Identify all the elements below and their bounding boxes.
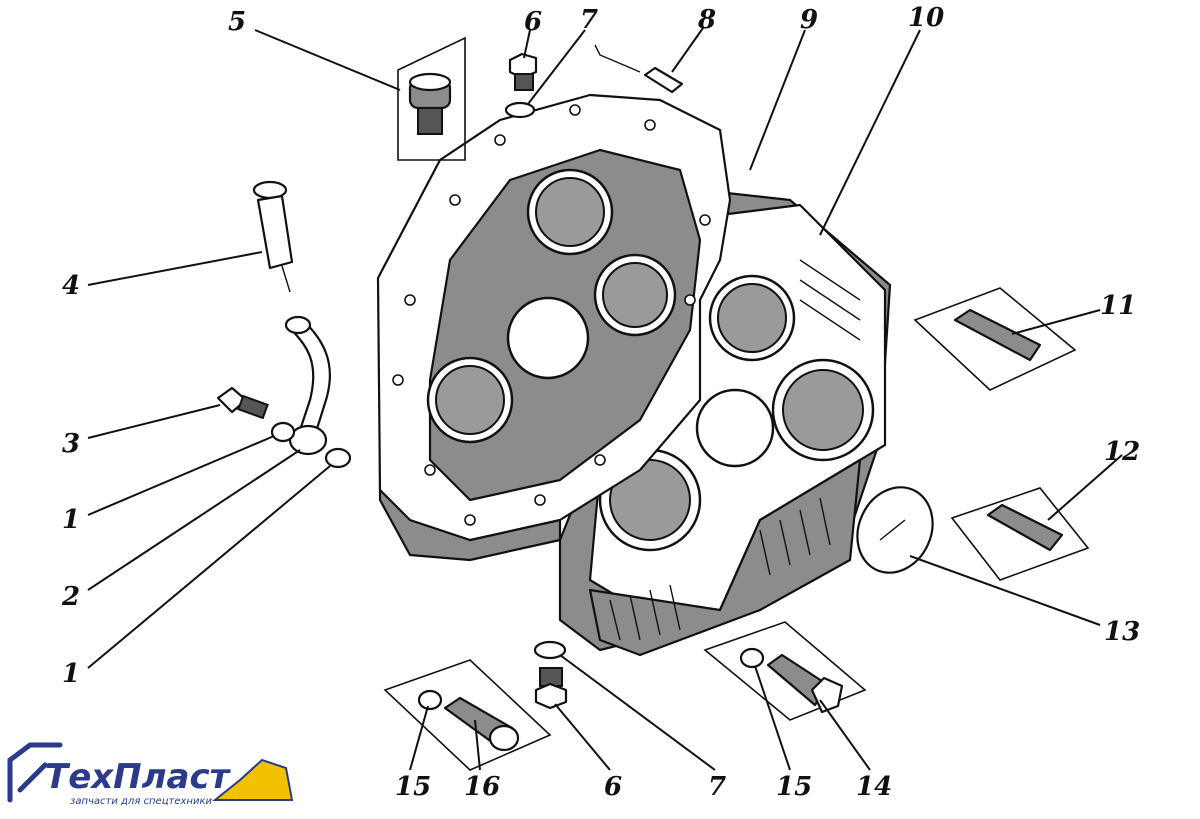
dowel-pin-part-8 [594, 44, 684, 94]
callout-14: 14 [856, 772, 892, 802]
breather-cap-part-5 [397, 36, 466, 161]
callout-16: 16 [464, 772, 500, 802]
callout-12: 12 [1104, 437, 1140, 467]
bolt-and-lock-washer-group-left [383, 659, 552, 771]
techplast-logo: ТехПласт запчасти для спецтехники [7, 742, 294, 807]
callout-3: 3 [62, 429, 80, 459]
washer-upper-part-1 [270, 421, 296, 443]
callout-10: 10 [908, 3, 944, 33]
callout-6-bottom: 6 [604, 772, 622, 802]
washer-lower-part-1 [324, 447, 352, 469]
callout-labels: 5 6 7 8 9 10 4 3 1 2 1 11 12 13 15 16 6 … [61, 3, 1140, 802]
logo-tagline: запчасти для спецтехники [70, 796, 212, 807]
callout-7-top: 7 [580, 5, 598, 35]
gearbox-front-cover [376, 93, 732, 562]
washer-top-part-7 [504, 101, 536, 119]
stud-part-11 [913, 287, 1077, 391]
drain-plug-top-part-6 [508, 52, 538, 91]
loader-bucket-logo-mark [212, 758, 294, 801]
callout-2: 2 [61, 582, 80, 612]
callout-9: 9 [800, 5, 818, 35]
callout-4: 4 [62, 271, 80, 301]
callout-1-lower: 1 [62, 659, 80, 689]
leader-lines [87, 27, 1123, 771]
callout-6-top: 6 [524, 7, 542, 37]
callout-15-right: 15 [776, 772, 812, 802]
callout-8: 8 [697, 5, 716, 35]
callout-13: 13 [1104, 617, 1140, 647]
bolt-and-lock-washer-group-right [703, 621, 867, 721]
banjo-bolt-part-3 [216, 386, 269, 420]
stud-part-12 [950, 487, 1090, 581]
washer-bottom-part-7 [533, 640, 567, 660]
oil-tube-banjo-part-2 [284, 315, 331, 456]
callout-11: 11 [1100, 291, 1136, 321]
disc-plug-part-13 [856, 486, 934, 574]
excavator-arm-logo-mark [7, 742, 63, 803]
callout-1-upper: 1 [62, 505, 80, 535]
callout-15-left: 15 [395, 772, 431, 802]
callout-7-bottom: 7 [708, 772, 726, 802]
valve-part-4 [252, 180, 294, 293]
callout-5: 5 [228, 7, 246, 37]
drain-plug-bottom-part-6 [534, 667, 568, 710]
gearbox-housing-rear [558, 188, 892, 657]
logo-name: ТехПласт [45, 757, 232, 797]
